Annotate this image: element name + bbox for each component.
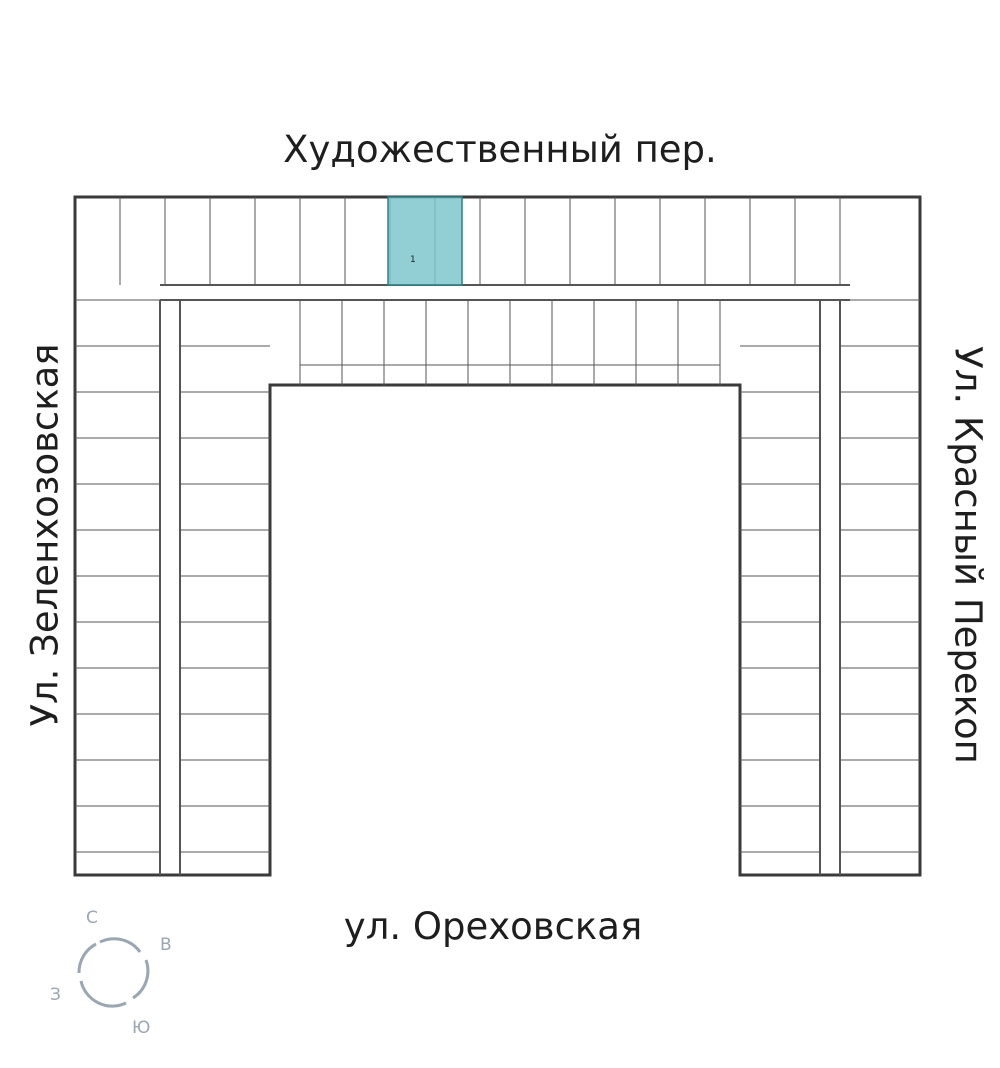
compass-icon [77, 937, 150, 1008]
building-outline [73, 195, 922, 877]
compass-west: З [50, 985, 61, 1005]
compass-north: С [86, 908, 98, 928]
street-label-top: Художественный пер. [283, 128, 717, 171]
selected-apartment-rooms: 1 [410, 255, 416, 265]
compass-south: Ю [132, 1018, 151, 1038]
street-label-bottom: ул. Ореховская [343, 905, 643, 948]
compass-east: В [160, 935, 172, 955]
room-walls [75, 197, 920, 875]
selected-apartment[interactable] [387, 196, 463, 286]
